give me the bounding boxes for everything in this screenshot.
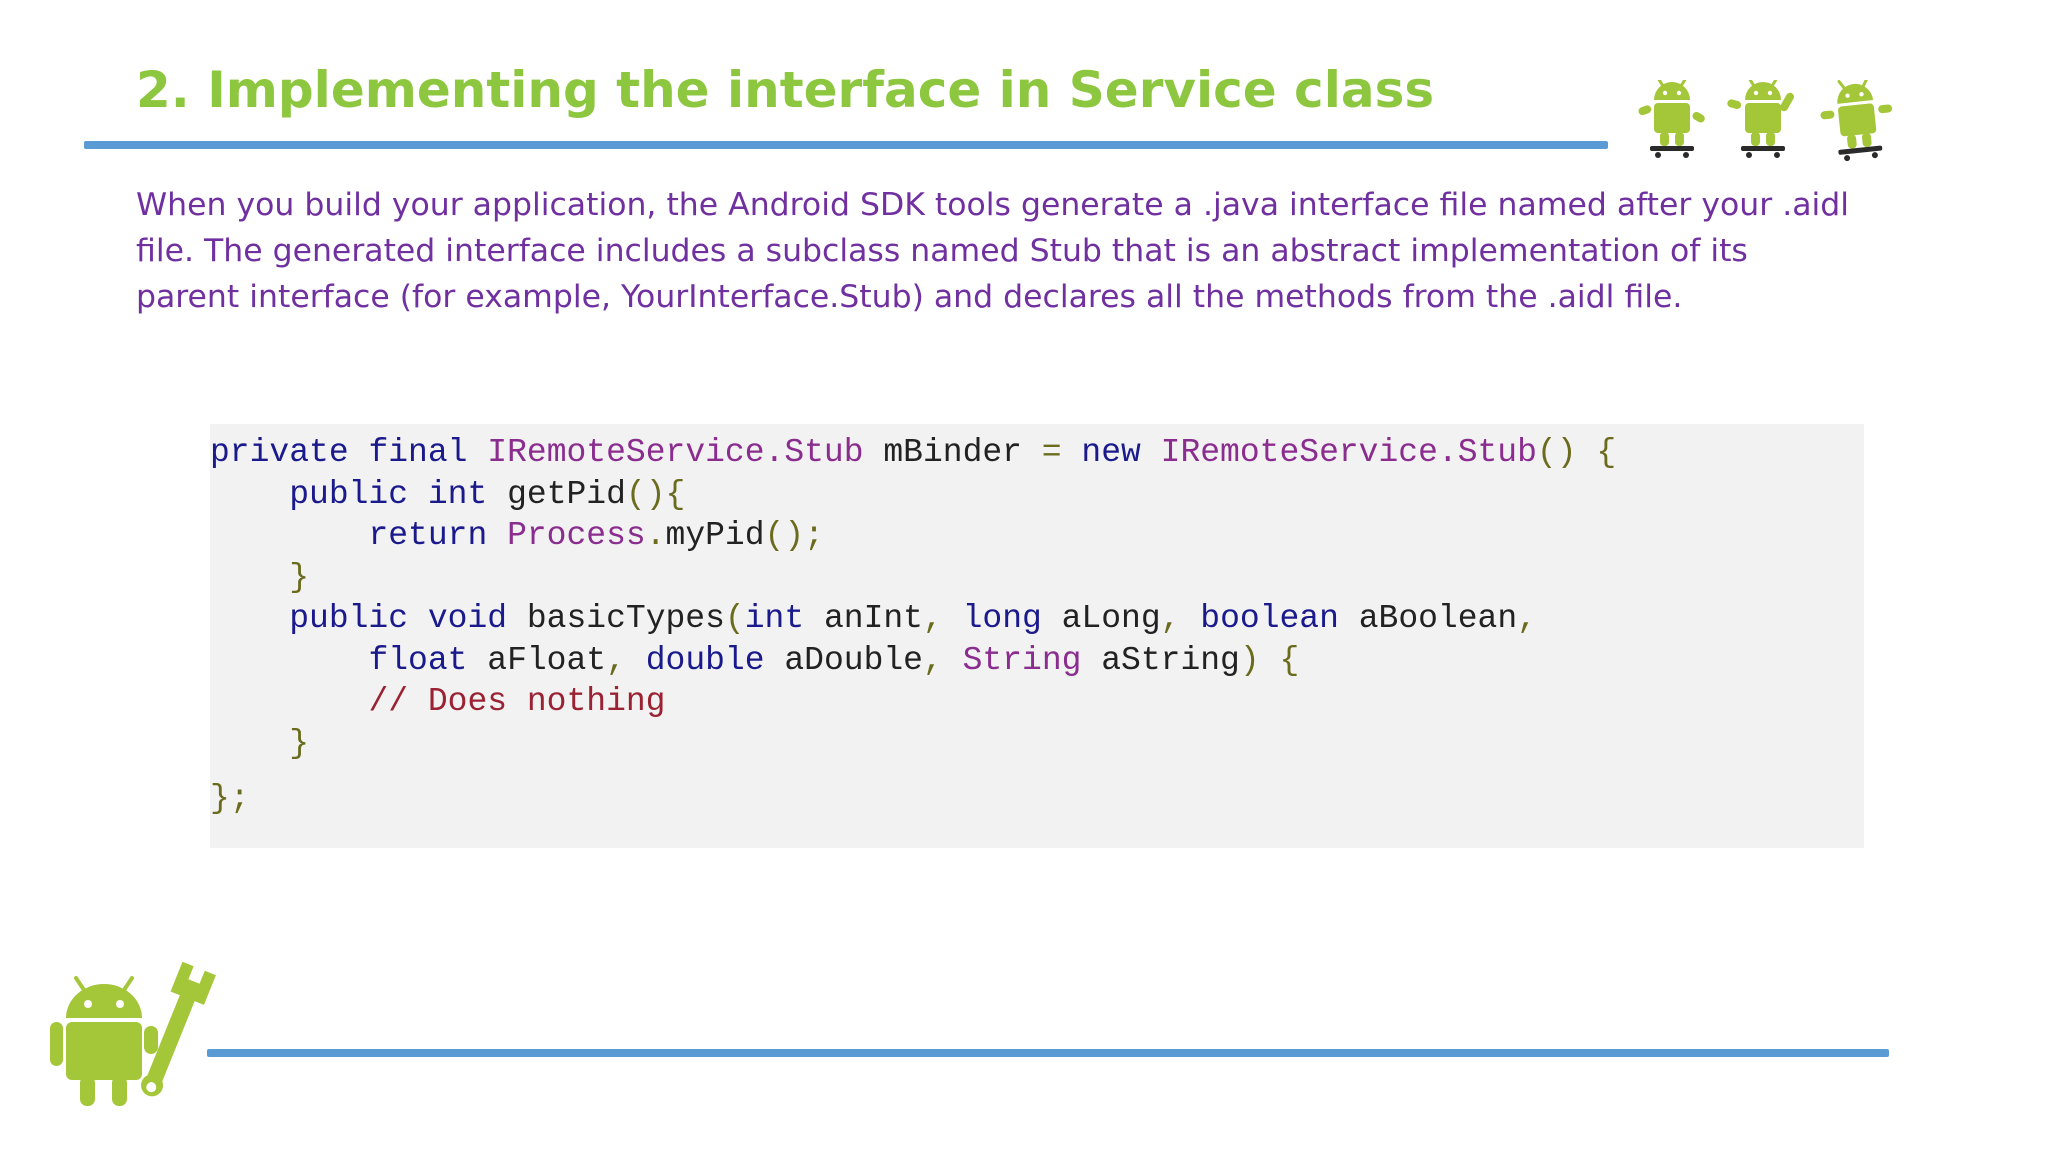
code-token: [487, 517, 507, 554]
code-line: public int getPid(){: [210, 474, 1864, 516]
code-token: [1062, 434, 1082, 471]
code-token: [210, 725, 289, 762]
code-token: int: [744, 600, 805, 637]
code-token: myPid: [665, 517, 765, 554]
code-token: // Does nothing: [368, 683, 666, 720]
code-line: };: [210, 778, 1864, 820]
code-token: ,: [1517, 600, 1537, 637]
code-line: public void basicTypes(int anInt, long a…: [210, 598, 1864, 640]
code-token: [1141, 434, 1161, 471]
code-token: [626, 642, 646, 679]
code-token: mBinder: [863, 434, 1042, 471]
code-token: public: [289, 600, 409, 637]
code-token: aDouble: [764, 641, 923, 679]
code-token: final: [368, 434, 468, 471]
code-token: ,: [1160, 600, 1181, 637]
code-token: long: [962, 600, 1042, 637]
code-token: [408, 476, 428, 513]
code-line: return Process.myPid();: [210, 515, 1864, 557]
code-token: getPid: [487, 475, 626, 513]
code-token: aFloat: [467, 641, 607, 679]
code-token: aString: [1081, 641, 1240, 679]
code-token: {: [1279, 641, 1300, 679]
code-token: }: [289, 558, 310, 596]
android-skateboarders-icon: .g { fill: #a4c639; } .gs { stroke: #a4c…: [1638, 80, 1893, 164]
body-text: When you build your application, the And…: [136, 187, 1850, 315]
code-token: int: [427, 475, 488, 513]
code-token: .: [645, 517, 666, 554]
code-token: new: [1081, 434, 1141, 471]
code-token: [943, 642, 963, 679]
code-token: anInt: [804, 600, 923, 637]
code-token: [210, 476, 289, 513]
android-wrench-icon: .g2 { fill: #a4c639; } .s2 { stroke: #a4…: [50, 958, 216, 1106]
code-token: ,: [922, 641, 943, 679]
code-listing: private final IRemoteService.Stub mBinde…: [210, 424, 1864, 820]
code-token: private: [210, 434, 349, 471]
code-token: void: [427, 600, 508, 637]
code-token: (): [1536, 434, 1577, 471]
code-token: [1577, 434, 1597, 471]
code-token: [210, 600, 289, 637]
code-token: [210, 559, 289, 596]
code-token: ();: [764, 517, 824, 554]
code-token: float: [368, 641, 468, 679]
code-token: aLong: [1041, 600, 1161, 637]
code-token: [210, 517, 368, 554]
code-token: ,: [606, 641, 626, 679]
code-token: double: [645, 641, 765, 679]
code-token: String: [962, 641, 1082, 679]
code-token: [408, 600, 428, 637]
code-token: [1260, 642, 1280, 679]
code-token: public: [289, 475, 409, 513]
code-token: boolean: [1200, 600, 1339, 637]
code-line: }: [210, 557, 1864, 599]
code-line: // Does nothing: [210, 681, 1864, 723]
code-token: ,: [922, 600, 943, 637]
code-line: private final IRemoteService.Stub mBinde…: [210, 432, 1864, 474]
code-block: private final IRemoteService.Stub mBinde…: [210, 424, 1864, 848]
code-token: Process: [507, 517, 646, 554]
code-line: float aFloat, double aDouble, String aSt…: [210, 640, 1864, 682]
code-token: [349, 434, 369, 471]
code-token: =: [1041, 434, 1062, 471]
code-token: aBoolean: [1338, 600, 1518, 637]
code-token: (: [724, 600, 745, 637]
code-token: return: [368, 517, 488, 554]
title-underline: [84, 141, 1608, 149]
code-token: IRemoteService.Stub: [1160, 434, 1537, 471]
code-token: (){: [625, 475, 686, 513]
code-token: [467, 434, 487, 471]
code-token: IRemoteService.Stub: [487, 434, 864, 471]
code-token: [210, 683, 368, 720]
slide-title: 2. Implementing the interface in Service…: [136, 61, 1435, 119]
code-token: [1180, 600, 1200, 637]
code-line: }: [210, 723, 1864, 765]
code-token: }: [289, 724, 310, 762]
code-token: basicTypes: [507, 600, 725, 637]
footer-rule: [207, 1049, 1889, 1057]
code-token: };: [210, 780, 250, 817]
code-token: ): [1239, 641, 1260, 679]
code-token: [943, 600, 963, 637]
code-token: [210, 642, 368, 679]
code-token: {: [1596, 434, 1617, 471]
